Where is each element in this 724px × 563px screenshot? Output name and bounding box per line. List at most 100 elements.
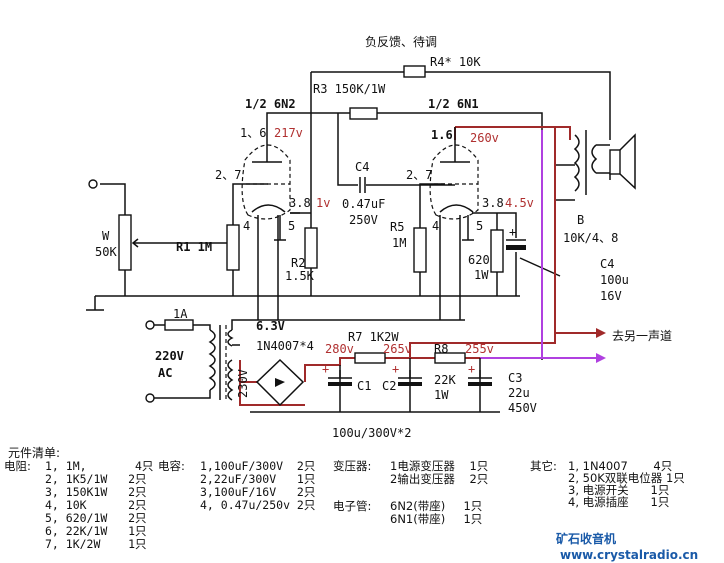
bom-capacitors-items-3-label: 4, 0.47u/250v 2只 [200, 498, 315, 512]
bom-heading-label: 元件清单: [8, 446, 60, 460]
labels-t1_v-label: 217v [274, 126, 303, 140]
labels-ac2-label: AC [158, 366, 172, 380]
power-supply [88, 179, 305, 407]
fuse [164, 319, 194, 331]
schematic-line [398, 358, 422, 379]
ac-terminal [145, 320, 155, 330]
schematic-line [454, 127, 476, 241]
bom-others-label-label: 其它: [530, 459, 557, 473]
bom-capacitors-items-0-label: 1,100uF/300V 2只 [200, 459, 315, 473]
bom-others-items-1-label: 2, 50K双联电位器 1只 [568, 471, 685, 485]
ac-terminal [145, 393, 155, 403]
schematic-line: + [509, 225, 516, 239]
bom-tubes-items-0-label: 6N2(带座) 1只 [390, 499, 482, 513]
resistor-r2 [304, 227, 318, 269]
labels-t2_pin38-label: 3.8 [482, 196, 504, 210]
bom-tubes-label-label: 电子管: [333, 499, 371, 513]
labels-c4b_volt-label: 16V [600, 289, 622, 303]
resistors [118, 65, 504, 364]
capacitor-c2 [398, 382, 422, 386]
schematic-line [337, 113, 455, 186]
labels-t1_kv-label: 1v [316, 196, 330, 210]
labels-caps_note-label: 100u/300V*2 [332, 426, 411, 440]
labels-tube2-label: 1/2 6N1 [428, 97, 479, 111]
bom-resistors-label-label: 电阻: [4, 459, 31, 473]
potentiometer-w [118, 214, 132, 271]
arrow-icon [596, 353, 606, 363]
bom-others-items-3-label: 4, 电源插座 1只 [568, 495, 669, 509]
schematic-line [468, 358, 492, 379]
wiper-arrow-icon [131, 238, 150, 248]
arrow-icon [596, 328, 606, 338]
schematic-line [239, 360, 305, 406]
labels-t1_pin16-label: 1、6 [240, 126, 266, 140]
bom-tubes-items-1-label: 6N1(带座) 1只 [390, 512, 482, 526]
labels-r2-label: R2 [291, 256, 305, 270]
schematic-line [573, 134, 580, 192]
labels-r8_val-label: 22K [434, 373, 456, 387]
bom-resistors-items-4-label: 5, 620/1W 2只 [45, 511, 147, 525]
labels-t2_pin16-label: 1.6 [431, 128, 453, 142]
resistor-r5 [413, 227, 427, 273]
schematic-line [555, 164, 575, 201]
labels-t2_pin5-label: 5 [476, 219, 483, 233]
schematic-line [429, 144, 479, 220]
labels-c3-label: C3 [508, 371, 522, 385]
speaker-icon [609, 149, 621, 175]
labels-t1_pin4-label: 4 [243, 219, 250, 233]
bom-capacitors-items-2-label: 3,100uF/16V 2只 [200, 485, 315, 499]
labels-t2_pin4-label: 4 [432, 219, 439, 233]
schematic-line [290, 212, 517, 296]
bom-resistors-items-6-label: 7, 1K/2W 1只 [45, 537, 147, 551]
labels-v265-label: 265v [383, 342, 412, 356]
labels-r4-label: R4* 10K [430, 55, 481, 69]
labels-sec-label: 230V [236, 369, 250, 398]
labels-c4b-label: C4 [600, 257, 614, 271]
labels-other_channel-label: 去另一声道 [612, 329, 672, 343]
capacitor-c4 [359, 177, 366, 193]
capacitor-c1 [328, 382, 352, 386]
bom-resistors-items-3-label: 4, 10K 2只 [45, 498, 147, 512]
labels-v255-label: 255v [465, 342, 494, 356]
labels-r5-label: R5 [390, 220, 404, 234]
labels-tube1-label: 1/2 6N2 [245, 97, 296, 111]
bom-resistors-items-0-label: 1, 1M, 4只 [45, 459, 153, 473]
labels-c1-label: C1 [357, 379, 371, 393]
labels-fuse-label: 1A [173, 307, 188, 321]
bom-others-items-2-label: 3, 电源开关 1只 [568, 483, 669, 497]
schematic-line [241, 144, 291, 220]
schematic-line: + [392, 362, 399, 376]
labels-w_val-label: 50K [95, 245, 117, 259]
logo-url-label: www.crystalradio.cn [560, 548, 698, 562]
schematic-line [328, 365, 352, 379]
feedback-title: 负反馈、待调 [365, 35, 437, 49]
labels-c4b_val-label: 100u [600, 273, 629, 287]
capacitor-c4b [506, 245, 526, 250]
schematic-line [154, 324, 211, 399]
tube-6n2 [241, 135, 300, 241]
schematic-line [86, 295, 520, 311]
labels-c3_val-label: 22u [508, 386, 530, 400]
schematic-line [439, 204, 474, 213]
bridge-rectifier [255, 358, 305, 407]
schematic-line [311, 71, 611, 140]
input-terminal [88, 179, 98, 189]
labels-r7-label: R7 1K2W [348, 330, 399, 344]
schematic-line [232, 183, 445, 296]
schematic-line [555, 126, 571, 140]
schematic-line: + [322, 362, 329, 376]
labels-t1_pin38-label: 3.8 [289, 196, 311, 210]
labels-r2_val-label: 1.5K [285, 269, 315, 283]
schematic-line [100, 183, 126, 296]
labels-r620-label: 620 [468, 253, 490, 267]
bom-resistors-items-1-label: 2, 1K5/1W 2只 [45, 472, 147, 486]
output-transformer [573, 130, 636, 195]
capacitors: + +++ [322, 177, 526, 386]
labels-t2_pin27-label: 2、7 [406, 168, 432, 182]
bom-transformers-items-1-label: 2输出变压器 2只 [390, 472, 488, 486]
labels-t1_pin5-label: 5 [288, 219, 295, 233]
schematic-line [251, 204, 286, 213]
labels-r3-label: R3 150K/1W [313, 82, 386, 96]
resistor-620 [490, 229, 504, 273]
tube-6n1 [429, 127, 479, 241]
